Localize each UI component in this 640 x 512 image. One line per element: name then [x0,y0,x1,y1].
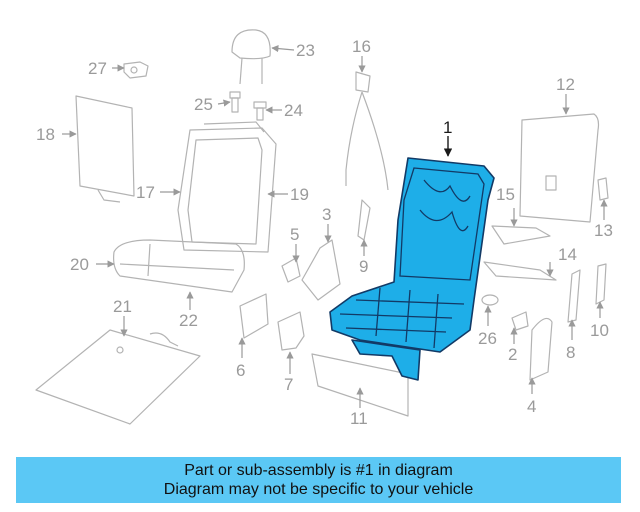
part-5-bracket [281,257,301,283]
callout-23: 23 [296,41,315,60]
part-6-plate [239,293,269,339]
part-1-seat-assembly-highlighted [329,157,495,381]
part-25-guide [229,91,241,113]
part-18-back-panel [75,95,135,203]
callout-13: 13 [594,221,613,240]
part-4-cover [529,317,553,381]
part-26-knob [481,294,499,306]
part-14-track [483,261,557,281]
part-11-trim-panel [311,353,409,417]
callout-25: 25 [194,95,213,114]
callout-18: 18 [36,125,55,144]
callout-20: 20 [70,255,89,274]
callout-27: 27 [88,59,107,78]
caption-line-2: Diagram may not be specific to your vehi… [163,481,474,498]
callout-8: 8 [566,343,575,362]
part-21-floor-mat [35,329,201,425]
part-16-cable [345,71,389,191]
callout-2: 2 [508,345,517,364]
part-27-clip [123,61,149,79]
callout-6: 6 [236,361,245,380]
part-3-bracket [301,239,341,301]
callout-7: 7 [284,375,293,394]
part-10-bracket [595,263,607,305]
part-15-rail [491,225,551,245]
part-24-guide [253,101,267,121]
caption-banner: Part or sub-assembly is #1 in diagram Di… [16,457,621,503]
leader-lines [62,45,608,408]
callout-17: 17 [136,183,155,202]
callout-21: 21 [113,297,132,316]
callout-26: 26 [478,329,497,348]
callout-14: 14 [558,245,577,264]
part-12-rear-panel [519,113,600,223]
callout-9: 9 [359,257,368,276]
callout-19: 19 [290,185,309,204]
callout-12: 12 [556,75,575,94]
part-9-lever [357,199,371,241]
part-8-strap [567,269,581,323]
callout-22: 22 [179,311,198,330]
callout-10: 10 [590,321,609,340]
parts-diagram: 1 2 3 4 5 6 7 8 9 10 11 12 13 14 15 16 1… [35,29,613,428]
callout-3: 3 [322,205,331,224]
callout-11: 11 [350,409,368,428]
callout-15: 15 [496,185,515,204]
part-13-clip [597,177,609,201]
part-17-19-seat-back [177,121,277,253]
callout-1: 1 [443,118,452,137]
caption-line-1: Part or sub-assembly is #1 in diagram [184,462,453,479]
part-23-headrest [231,29,271,85]
callout-24: 24 [284,101,303,120]
callout-5: 5 [290,225,299,244]
callout-labels: 1 2 3 4 5 6 7 8 9 10 11 12 13 14 15 16 1… [36,37,613,428]
callout-16: 16 [352,37,371,56]
part-20-seat-cushion [113,239,245,293]
part-2-latch [511,311,529,331]
part-7-hinge [277,311,305,351]
callout-4: 4 [527,397,536,416]
